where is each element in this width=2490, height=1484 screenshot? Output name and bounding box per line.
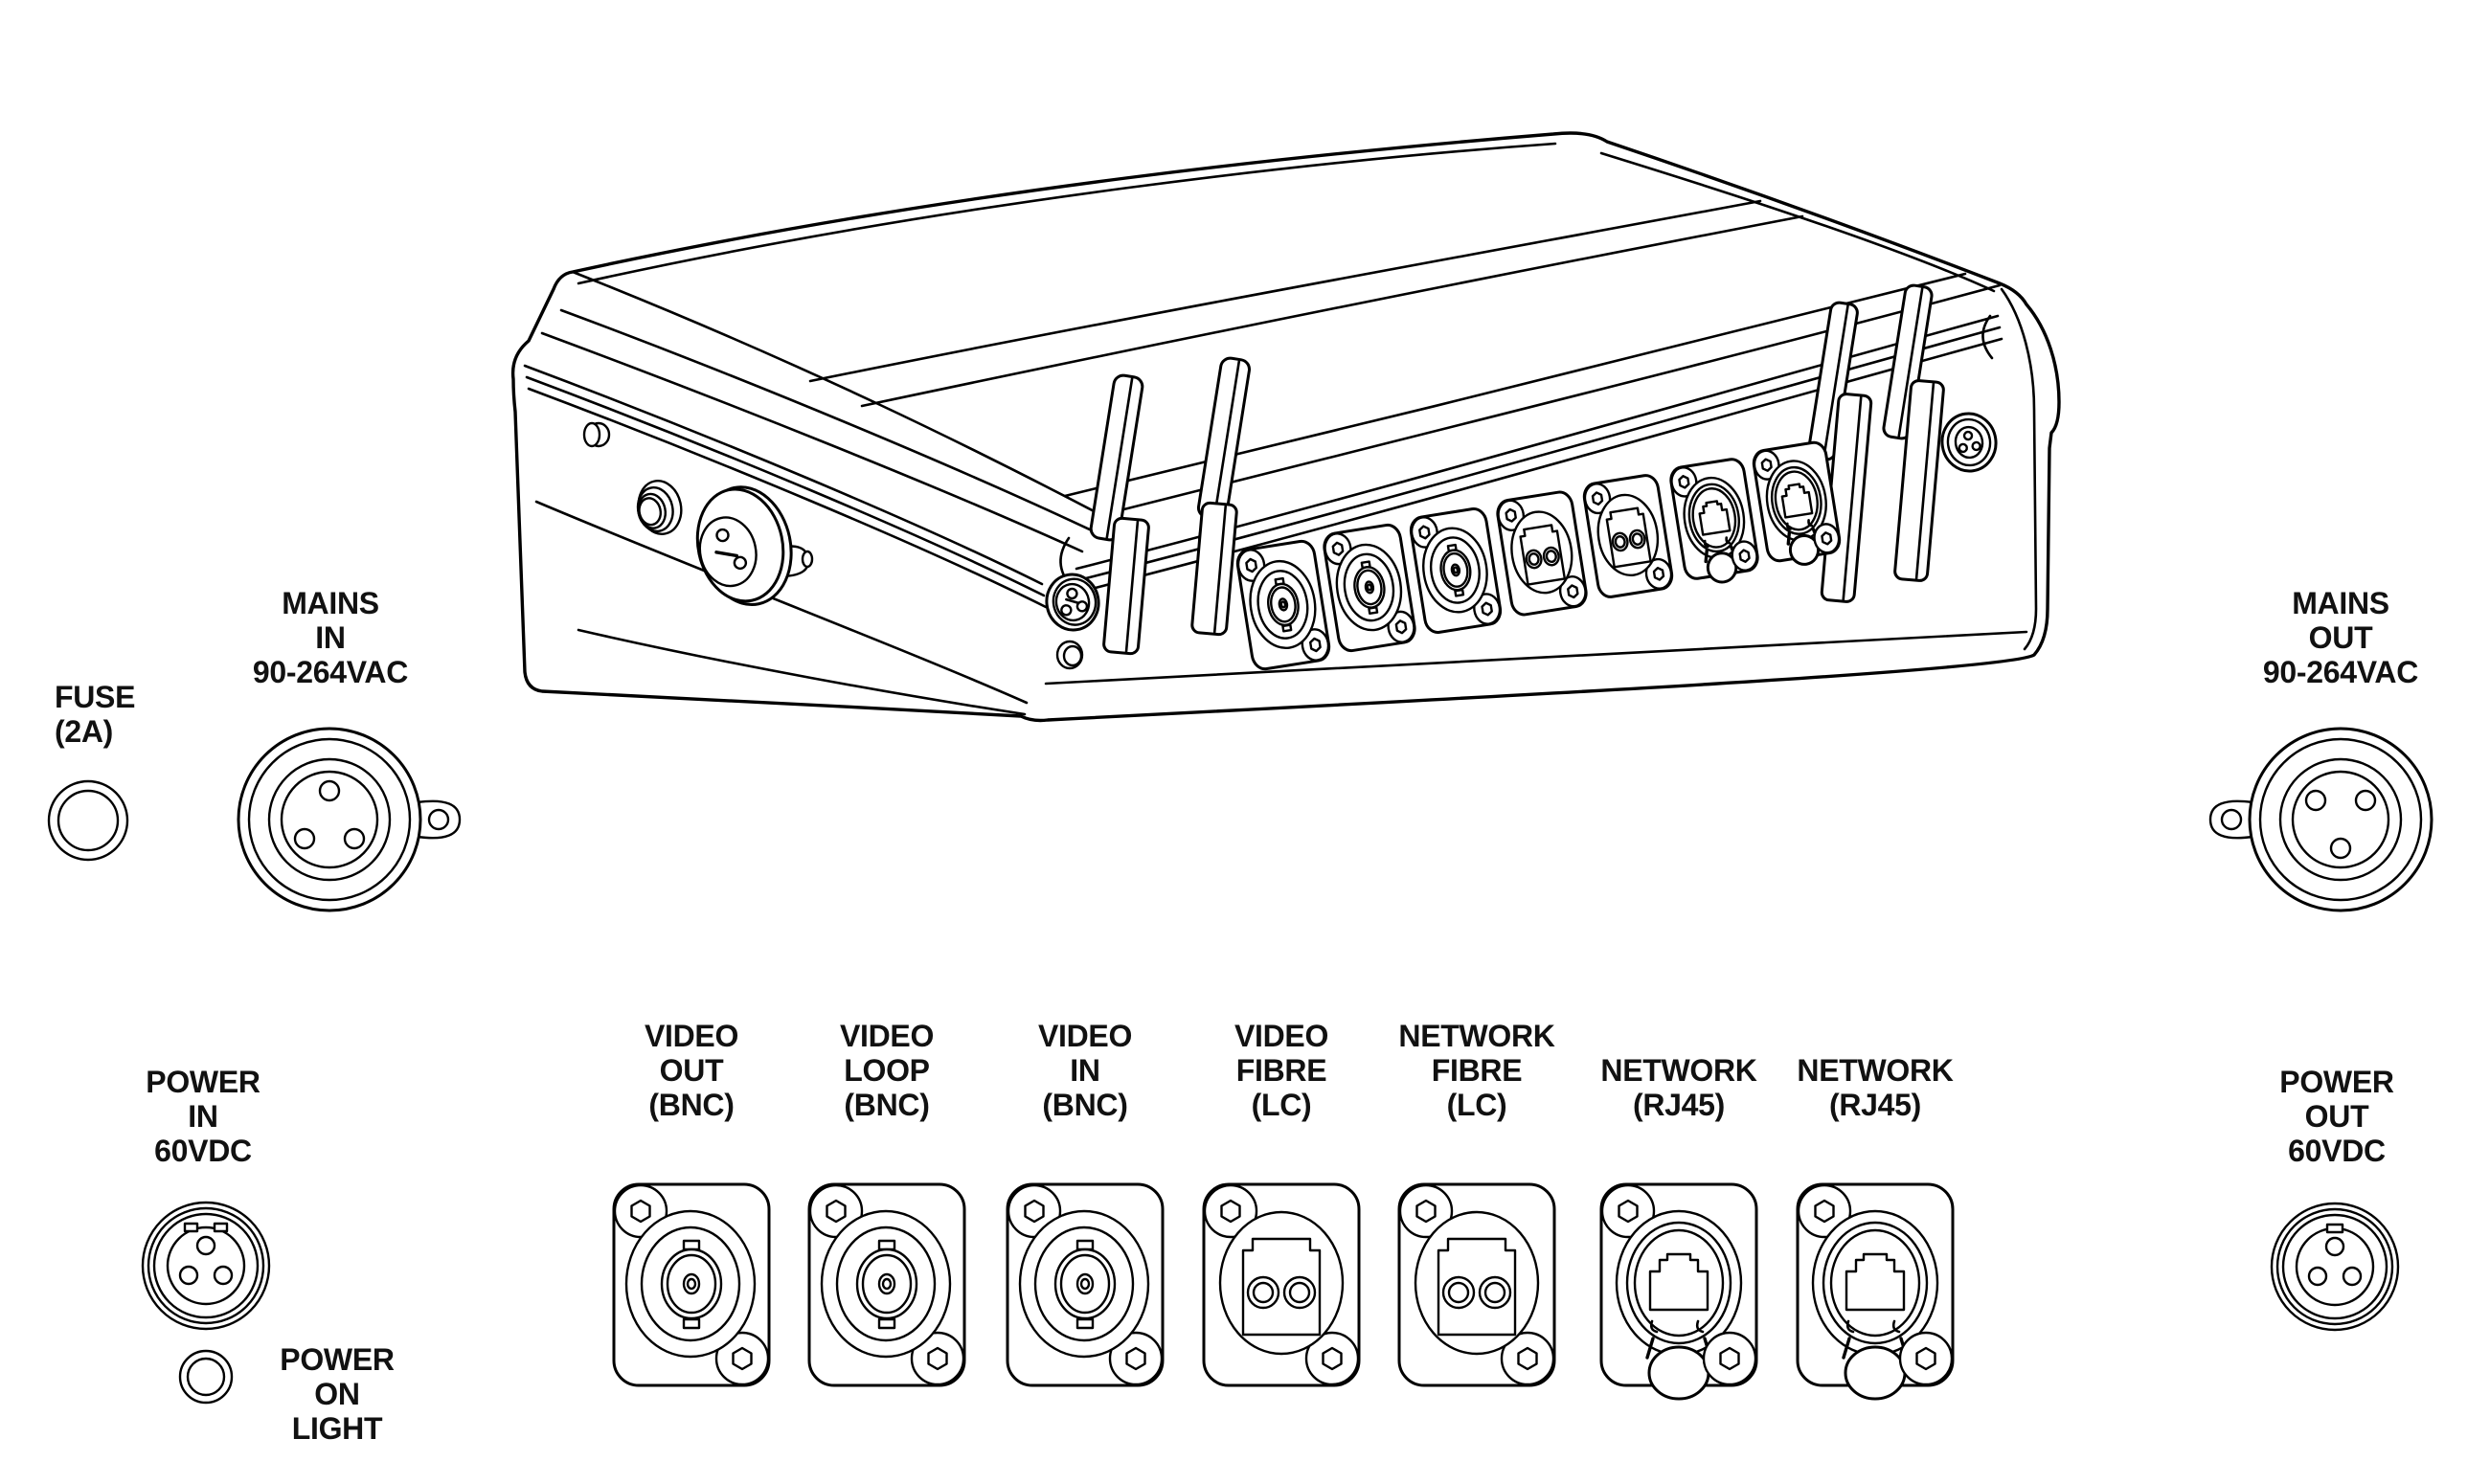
power-in-detail-icon [143,1203,269,1329]
power-in-label: POWER IN 60VDC [146,1065,260,1168]
case-power-in-connector-icon [1042,571,1102,634]
fuse-detail-icon [49,781,127,860]
power-on-light-detail-icon [180,1351,232,1403]
video-loop-bnc-label: VIDEO LOOP (BNC) [839,1019,935,1122]
video-in-bnc-icon [1006,1182,1165,1387]
power-out-label: POWER OUT 60VDC [2279,1065,2394,1168]
case-power-out-connector-icon [1938,410,2000,474]
network-rj45-label: NETWORK (RJ45) [1797,1053,1954,1122]
power-out-detail-icon [2272,1203,2398,1330]
fuse-label: FUSE (2A) [55,680,136,749]
video-in-bnc-label: VIDEO IN (BNC) [1037,1019,1133,1122]
latch-strap-icon [1191,503,1237,636]
port-detail-row [612,1182,1955,1401]
mains-out-label: MAINS OUT 90-264VAC [2262,586,2419,689]
latch-tab-icon [1883,284,1934,439]
video-out-bnc-label: VIDEO OUT (BNC) [644,1019,739,1122]
case-fuse-holder-icon [633,477,687,538]
network-rj45-icon [1599,1182,1758,1401]
mains-out-detail-icon [2210,729,2432,911]
latch-strap-icon [1894,380,1944,581]
power-on-light-label: POWER ON LIGHT [280,1342,395,1446]
video-out-bnc-icon [612,1182,771,1387]
network-rj45-label: NETWORK (RJ45) [1600,1053,1757,1122]
network-fibre-lc-label: NETWORK FIBRE (LC) [1398,1019,1555,1122]
case-mains-in-connector-icon [688,479,812,614]
case-power-on-light-icon [1057,641,1082,668]
case-vent-bump-icon [584,423,609,446]
equipment-case-drawing [513,133,2059,721]
latch-tab-icon [1090,374,1144,542]
network-rj45-icon [1796,1182,1955,1401]
mains-in-label: MAINS IN 90-264VAC [252,586,409,689]
network-fibre-lc-icon [1397,1182,1556,1387]
video-fibre-lc-label: VIDEO FIBRE (LC) [1234,1019,1329,1122]
video-fibre-lc-icon [1202,1182,1361,1387]
latch-strap-icon [1103,518,1149,655]
mains-in-detail-icon [238,729,460,911]
video-loop-bnc-icon [807,1182,966,1387]
